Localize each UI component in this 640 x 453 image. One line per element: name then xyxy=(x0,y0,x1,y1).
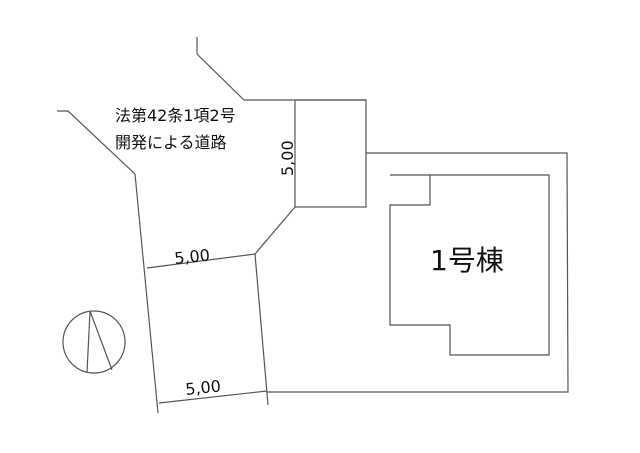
dimension-line-bottom xyxy=(158,390,268,404)
road-label-line1: 法第42条1項2号 xyxy=(115,106,236,125)
building-outline xyxy=(389,174,550,356)
road-label-line2: 開発による道路 xyxy=(115,133,227,152)
dimension-line-middle xyxy=(146,253,256,269)
building-label: 1号棟 xyxy=(430,244,504,277)
road-boundary-left xyxy=(57,110,159,414)
road-boundary-upper xyxy=(196,37,366,101)
dimension-middle: 5,00 xyxy=(173,245,210,268)
road-section-rect xyxy=(294,99,367,208)
road-corner-cut xyxy=(254,206,296,406)
lot-boundary xyxy=(267,152,569,393)
dimension-bottom: 5,00 xyxy=(184,376,221,399)
north-arrow-icon xyxy=(62,310,126,374)
dimension-vertical: 5,00 xyxy=(278,140,297,176)
